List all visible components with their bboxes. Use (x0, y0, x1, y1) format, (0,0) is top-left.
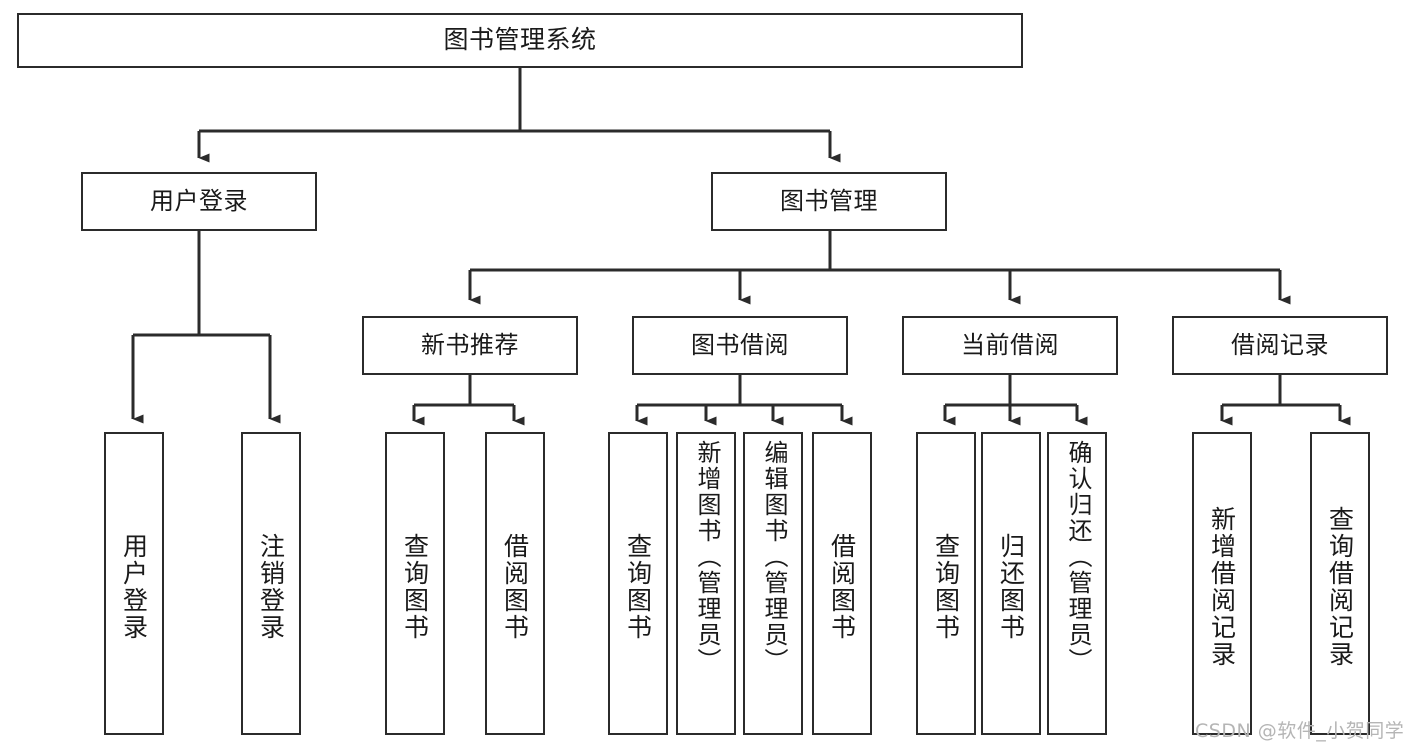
node-leaf-query-book-2-label: 查询图书 (623, 532, 653, 641)
node-leaf-borrow-book-1-label: 借阅图书 (500, 532, 530, 641)
node-leaf-borrow-book-2-label: 借阅图书 (827, 532, 857, 641)
node-leaf-query-book-1[interactable]: 查询图书 (385, 432, 445, 735)
node-book-manage[interactable]: 图书管理 (711, 172, 947, 231)
node-leaf-add-record-label: 新增借阅记录 (1207, 505, 1237, 668)
node-leaf-query-book-1-label: 查询图书 (400, 532, 430, 641)
node-leaf-confirm-return-label: 确认归还（管理员） (1063, 440, 1092, 674)
node-user-login-label: 用户登录 (150, 186, 248, 215)
node-new-book-recommend-label: 新书推荐 (421, 330, 519, 359)
node-leaf-query-book-2[interactable]: 查询图书 (608, 432, 668, 735)
node-leaf-add-book-label: 新增图书（管理员） (692, 440, 721, 674)
node-leaf-add-record[interactable]: 新增借阅记录 (1192, 432, 1252, 735)
node-leaf-borrow-book-2[interactable]: 借阅图书 (812, 432, 872, 735)
node-leaf-user-login[interactable]: 用户登录 (104, 432, 164, 735)
node-book-borrow[interactable]: 图书借阅 (632, 316, 848, 375)
node-root-label: 图书管理系统 (443, 25, 597, 55)
node-leaf-return-book[interactable]: 归还图书 (981, 432, 1041, 735)
node-leaf-query-book-3-label: 查询图书 (931, 532, 961, 641)
node-book-manage-label: 图书管理 (780, 186, 878, 215)
node-leaf-query-book-3[interactable]: 查询图书 (916, 432, 976, 735)
node-book-borrow-label: 图书借阅 (691, 330, 789, 359)
node-leaf-return-book-label: 归还图书 (996, 532, 1026, 641)
node-leaf-logout-label: 注销登录 (256, 532, 286, 641)
node-leaf-borrow-book-1[interactable]: 借阅图书 (485, 432, 545, 735)
node-leaf-edit-book[interactable]: 编辑图书（管理员） (743, 432, 803, 735)
node-new-book-recommend[interactable]: 新书推荐 (362, 316, 578, 375)
node-leaf-query-record[interactable]: 查询借阅记录 (1310, 432, 1370, 735)
node-leaf-logout[interactable]: 注销登录 (241, 432, 301, 735)
node-leaf-edit-book-label: 编辑图书（管理员） (759, 440, 788, 674)
node-current-borrow-label: 当前借阅 (961, 330, 1059, 359)
watermark: CSDN @软件_小贺同学 (1195, 720, 1405, 742)
node-leaf-query-record-label: 查询借阅记录 (1325, 505, 1355, 668)
node-borrow-record-label: 借阅记录 (1231, 330, 1329, 359)
node-leaf-user-login-label: 用户登录 (119, 532, 149, 641)
node-leaf-confirm-return[interactable]: 确认归还（管理员） (1047, 432, 1107, 735)
node-user-login[interactable]: 用户登录 (81, 172, 317, 231)
node-leaf-add-book[interactable]: 新增图书（管理员） (676, 432, 736, 735)
node-root[interactable]: 图书管理系统 (17, 13, 1023, 68)
node-borrow-record[interactable]: 借阅记录 (1172, 316, 1388, 375)
node-current-borrow[interactable]: 当前借阅 (902, 316, 1118, 375)
